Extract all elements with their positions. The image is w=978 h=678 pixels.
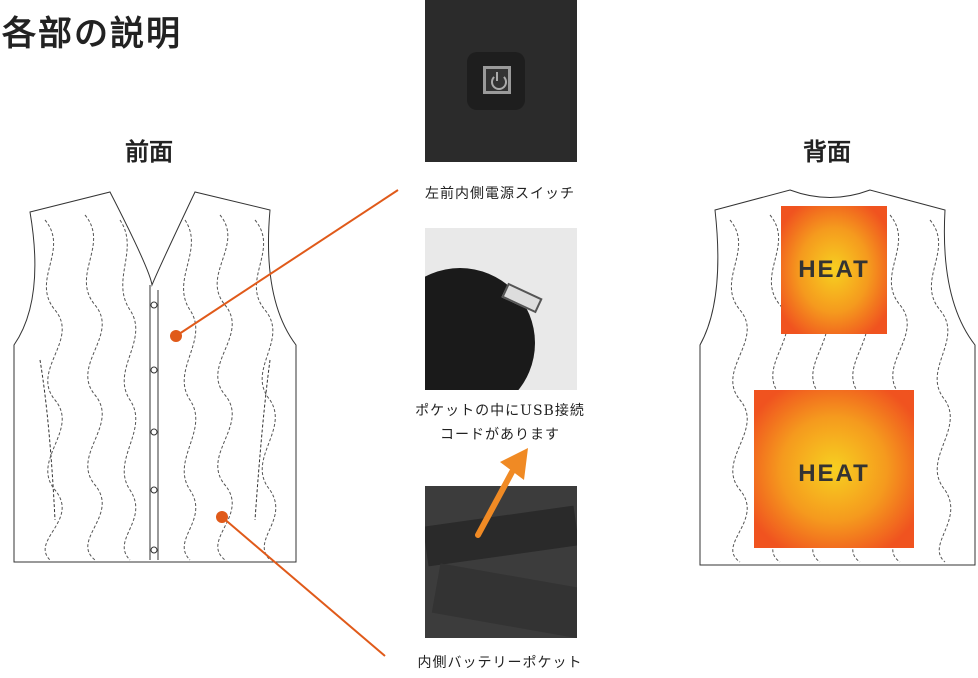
- usb-caption-line2: コードがあります: [440, 427, 560, 443]
- usb-cable-photo: [425, 228, 577, 390]
- back-label: 背面: [803, 137, 851, 166]
- usb-arrow: [475, 448, 528, 538]
- page-title: 各部の説明: [2, 14, 182, 54]
- heat-zone-upper: [781, 206, 887, 334]
- pocket-caption: 内側バッテリーポケット: [417, 655, 583, 671]
- switch-caption: 左前内側電源スイッチ: [425, 186, 575, 202]
- heat-zone-lower: [754, 390, 914, 548]
- switch-leader-line: [175, 189, 399, 337]
- heat-label-lower: HEAT: [798, 460, 870, 487]
- power-switch-photo: [425, 0, 577, 162]
- battery-pocket-photo: [425, 486, 577, 638]
- usb-caption-line1: ポケットの中にUSB接続: [415, 403, 585, 419]
- switch-marker-dot: [170, 330, 182, 342]
- pocket-leader-line: [221, 516, 386, 657]
- front-vest-illustration: [13, 191, 297, 563]
- heat-label-upper: HEAT: [798, 256, 870, 283]
- front-label: 前面: [125, 137, 173, 166]
- power-icon: [483, 66, 511, 94]
- pocket-marker-dot: [216, 511, 228, 523]
